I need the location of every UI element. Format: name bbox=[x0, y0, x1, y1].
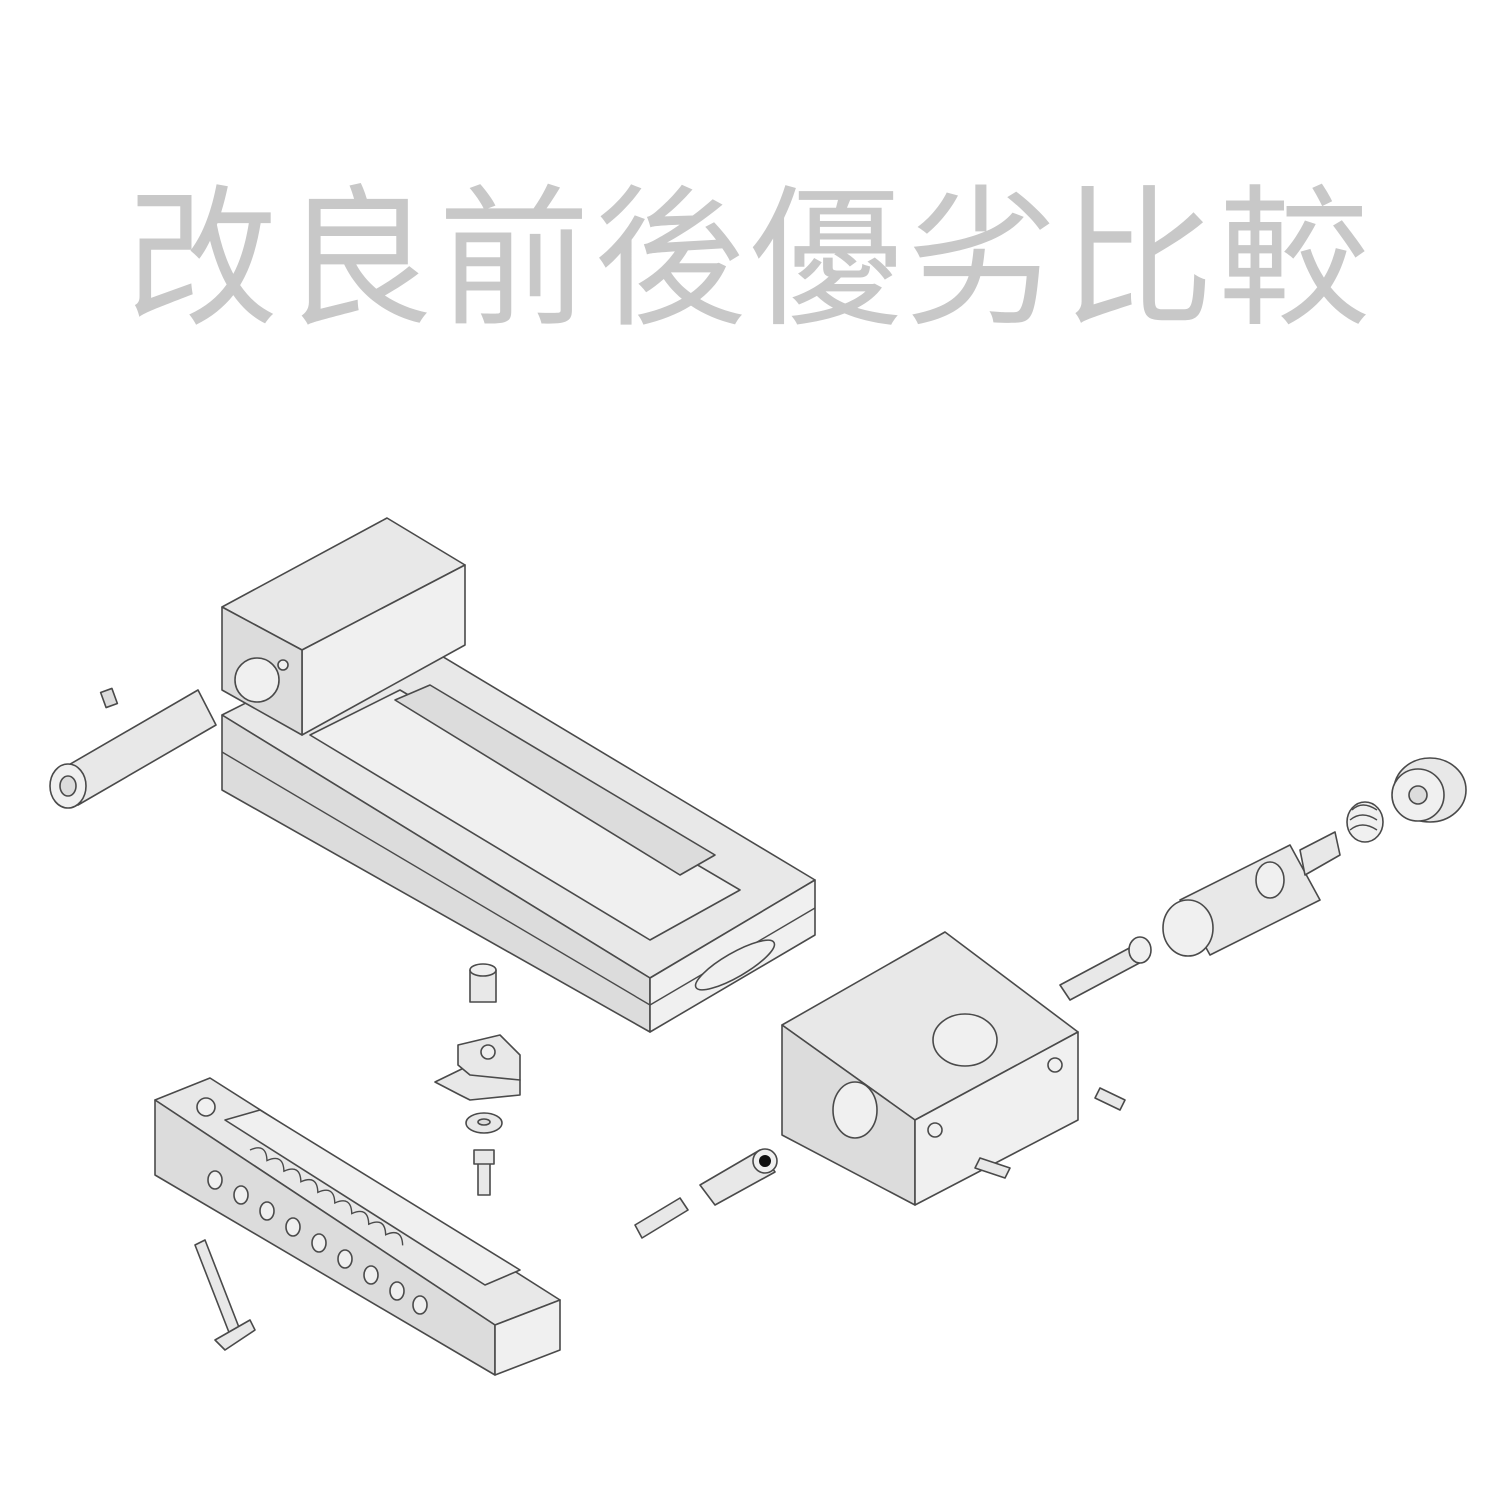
lead-screw bbox=[1059, 831, 1341, 1001]
sliding-jaw bbox=[781, 931, 1079, 1206]
washer bbox=[465, 1112, 503, 1134]
rack-bar bbox=[154, 1077, 561, 1376]
bushing bbox=[469, 963, 497, 1003]
page-title: 改良前後優劣比較 bbox=[126, 171, 1374, 348]
pin-and-plunger bbox=[634, 1148, 778, 1239]
collar bbox=[1391, 757, 1467, 823]
set-screws bbox=[974, 1087, 1126, 1179]
flat-head-screw bbox=[194, 1239, 256, 1351]
clamp-nut bbox=[434, 1034, 521, 1101]
spring bbox=[1346, 801, 1384, 843]
cap-screw bbox=[473, 1149, 495, 1196]
fixed-jaw bbox=[221, 517, 466, 736]
vise-base bbox=[221, 627, 816, 1033]
guide-pin bbox=[49, 687, 217, 809]
